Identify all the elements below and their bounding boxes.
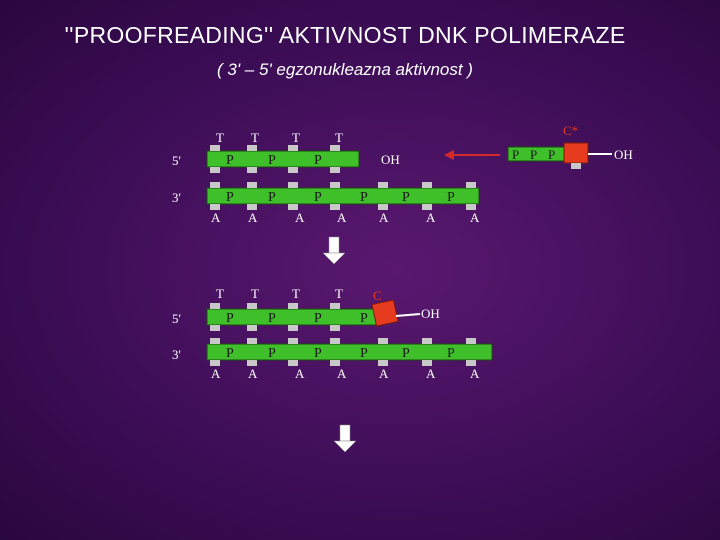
phosphate: P <box>226 153 234 168</box>
bottom-base-1: A <box>211 366 221 381</box>
step-down-arrow-1 <box>322 236 346 265</box>
phosphate: P <box>268 153 276 168</box>
bottom-base-1: A <box>211 210 221 225</box>
top-base-1: T <box>216 286 224 301</box>
mismatched-base-label: C <box>373 288 382 303</box>
page-subtitle: ( 3' – 5' egzonukleazna aktivnost ) <box>217 60 473 79</box>
phosphate: P <box>314 153 322 168</box>
phosphate: P <box>226 311 234 326</box>
mismatched-cytosine-block <box>371 299 399 327</box>
top-strand <box>206 150 360 168</box>
incoming-phosphates: P P P <box>512 147 555 162</box>
incoming-nucleotide-label: C* <box>563 123 578 138</box>
top-strand-oh: OH <box>381 152 400 167</box>
panel-1: T T T T 5' 3' P P P OH <box>172 123 633 225</box>
bottom-base-7: A <box>470 210 480 225</box>
phosphate: P <box>402 190 410 205</box>
top-base-3: T <box>292 286 300 301</box>
bottom-phosphates: P P P P P P <box>226 346 455 361</box>
bottom-base-2: A <box>248 366 258 381</box>
phosphate: P <box>360 311 368 326</box>
top-base-1: T <box>216 130 224 145</box>
five-prime-label: 5' <box>172 311 181 326</box>
phosphate: P <box>314 311 322 326</box>
page-title: ''PROOFREADING'' AKTIVNOST DNK POLIMERAZ… <box>64 22 626 48</box>
top-base-4: T <box>335 130 343 145</box>
bottom-strand <box>206 343 493 361</box>
bottom-base-6: A <box>426 366 436 381</box>
phosphate: P <box>360 190 368 205</box>
incoming-oh: OH <box>614 147 633 162</box>
phosphate: P <box>268 311 276 326</box>
phosphate: P <box>548 147 555 162</box>
step-down-arrow-2 <box>333 424 357 453</box>
incoming-arrow <box>444 150 500 160</box>
bottom-base-5: A <box>379 366 389 381</box>
bottom-base-7: A <box>470 366 480 381</box>
bottom-base-4: A <box>337 210 347 225</box>
top-phosphates: P P P <box>226 153 322 168</box>
bottom-base-4: A <box>337 366 347 381</box>
bottom-strand-ticks <box>210 182 476 210</box>
phosphate: P <box>530 147 537 162</box>
top-base-2: T <box>251 286 259 301</box>
incoming-cytosine-block <box>563 142 589 164</box>
panel-2: T T T T C 5' 3' P P P P OH <box>172 286 493 381</box>
phosphate: P <box>447 190 455 205</box>
bottom-base-6: A <box>426 210 436 225</box>
five-prime-label: 5' <box>172 153 181 168</box>
phosphate: P <box>360 346 368 361</box>
phosphate: P <box>226 346 234 361</box>
phosphate: P <box>314 346 322 361</box>
phosphate: P <box>402 346 410 361</box>
three-prime-label: 3' <box>172 190 181 205</box>
phosphate: P <box>314 190 322 205</box>
oh-bond <box>395 313 421 317</box>
top-base-3: T <box>292 130 300 145</box>
phosphate: P <box>226 190 234 205</box>
bottom-base-2: A <box>248 210 258 225</box>
phosphate: P <box>447 346 455 361</box>
three-prime-label: 3' <box>172 347 181 362</box>
bottom-base-3: A <box>295 366 305 381</box>
phosphate: P <box>268 346 276 361</box>
bottom-strand <box>206 187 480 205</box>
phosphate: P <box>268 190 276 205</box>
top-strand-ticks <box>210 145 340 173</box>
phosphate: P <box>512 147 519 162</box>
bottom-strand-ticks <box>210 338 476 366</box>
top-phosphates: P P P P <box>226 311 368 326</box>
bottom-phosphates: P P P P P P <box>226 190 455 205</box>
bottom-base-5: A <box>379 210 389 225</box>
top-base-4: T <box>335 286 343 301</box>
top-strand-ticks <box>210 303 340 331</box>
bottom-base-3: A <box>295 210 305 225</box>
top-base-2: T <box>251 130 259 145</box>
incoming-base-tick <box>571 163 581 169</box>
top-strand-oh: OH <box>421 306 440 321</box>
